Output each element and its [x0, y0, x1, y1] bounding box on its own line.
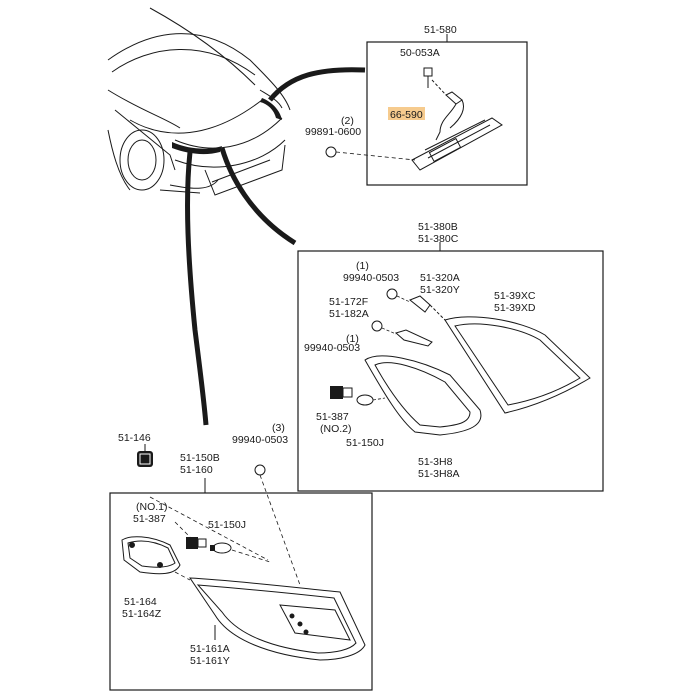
label-99891-0600: 99891-0600: [305, 126, 361, 138]
label-51-39xd: 51-39XD: [494, 302, 536, 314]
label-51-164: 51-164: [124, 596, 157, 608]
label-nut-qty-2: (2): [341, 115, 354, 127]
label-51-380c: 51-380C: [418, 233, 459, 245]
label-upper-nut-qty: (1): [356, 260, 369, 272]
label-51-3h8: 51-3H8: [418, 456, 453, 468]
label-51-160: 51-160: [180, 464, 213, 476]
outer-lens-drawing: [189, 577, 366, 661]
high-mount-lamp-drawing: [411, 67, 503, 171]
label-51-164z: 51-164Z: [122, 608, 162, 620]
high-mount-lamp-outline: [260, 98, 282, 120]
inner-gasket-drawing: [364, 355, 482, 436]
label-51-580: 51-580: [424, 24, 457, 36]
bottom-box-dashed-guides: [149, 496, 271, 581]
socket-no2: [330, 386, 386, 406]
bracket-51-320: [409, 295, 446, 321]
inner-rear-lamp-box: [297, 250, 604, 492]
nut-99891: [325, 146, 416, 161]
label-51-172f: 51-172F: [329, 296, 368, 308]
label-lower-left-nut-qty: (3): [272, 422, 285, 434]
label-51-380b: 51-380B: [418, 221, 458, 233]
label-lower-nut-qty: (1): [346, 333, 359, 345]
label-upper-nut-ref: 99940-0503: [343, 272, 399, 284]
label-lower-nut-ref: 99940-0503: [304, 342, 360, 354]
label-bulb-51-150j: 51-150J: [346, 437, 384, 449]
label-51-161y: 51-161Y: [190, 655, 230, 667]
outer-gasket-drawing: [121, 536, 181, 575]
label-66-590: 66-590: [390, 109, 423, 121]
label-51-161a: 51-161A: [190, 643, 230, 655]
pointer-to-top-box: [268, 67, 366, 102]
nut-lower-left: [254, 464, 301, 586]
label-51-320y: 51-320Y: [420, 284, 460, 296]
label-lower-left-nut-ref: 99940-0503: [232, 434, 288, 446]
car-illustration: [107, 7, 291, 196]
label-51-146: 51-146: [118, 432, 151, 444]
label-bottom-51-387: 51-387: [133, 513, 166, 525]
inner-lens-drawing: [444, 316, 591, 414]
label-bottom-51-150j: 51-150J: [208, 519, 246, 531]
label-51-182a: 51-182A: [329, 308, 369, 320]
label-51-150b: 51-150B: [180, 452, 220, 464]
harness-highlight: [388, 107, 425, 120]
nut-upper: [386, 288, 411, 303]
socket-no1: [186, 537, 232, 554]
label-50-053a: 50-053A: [400, 47, 440, 59]
pointer-to-bottom-box: [185, 151, 209, 426]
pointer-to-middle-box: [219, 147, 297, 246]
rear-combination-lamp-outline: [172, 142, 222, 155]
outer-rear-lamp-box: [109, 492, 373, 691]
label-51-39xc: 51-39XC: [494, 290, 536, 302]
label-socket-no1: (NO.1): [136, 501, 168, 513]
label-socket-no2: (NO.2): [320, 423, 352, 435]
clip-51-172: [394, 329, 433, 347]
socket-51-146: [137, 444, 153, 467]
label-51-3h8a: 51-3H8A: [418, 468, 459, 480]
label-51-320a: 51-320A: [420, 272, 460, 284]
label-socket-51-387: 51-387: [316, 411, 349, 423]
nut-lower: [371, 320, 397, 335]
